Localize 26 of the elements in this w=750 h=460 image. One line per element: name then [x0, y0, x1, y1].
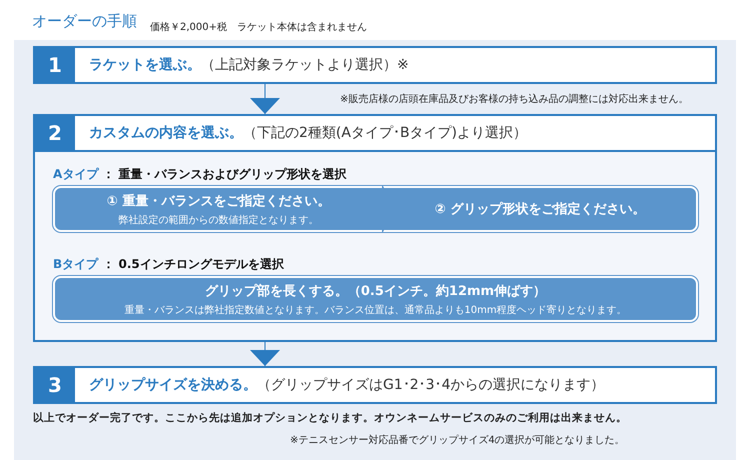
option-title: ② グリップ形状をご指定ください。 — [434, 200, 646, 218]
step-title: グリップサイズを決める。（グリップサイズはG1･2･3･4からの選択になります） — [89, 376, 604, 395]
section-heading: Bタイプ ： 0.5インチロングモデルを選択 — [53, 256, 284, 273]
step-box — [33, 46, 717, 84]
section-heading: Aタイプ ： 重量・バランスおよびグリップ形状を選択 — [53, 166, 347, 183]
step-number: 2 — [35, 116, 75, 150]
option-panel — [53, 186, 383, 232]
note-text: 価格￥2,000+税 ラケット本体は含まれません — [150, 20, 368, 34]
option-description: 重量・バランスは弊社指定数値となります。バランス位置は、通常品よりも10mm程度ヘッド寄りとなります。 — [124, 304, 627, 316]
option-panel — [53, 276, 698, 322]
footnote: ※販売店様の店頭在庫品及びお客様の持ち込み品の調整には対応出来ません。 — [340, 92, 688, 106]
step-title: カスタムの内容を選ぶ。（下記の2種類(Aタイプ･Bタイプ)より選択） — [89, 124, 528, 143]
step-number: 3 — [35, 368, 75, 402]
page-title: オーダーの手順 — [32, 12, 137, 31]
step-box — [33, 366, 717, 404]
arrow — [250, 84, 280, 114]
option-panel — [383, 186, 698, 232]
step-title: ラケットを選ぶ。（上記対象ラケットより選択）※ — [89, 56, 409, 75]
option-title: グリップ部を長くする。（0.5インチ。約12mm伸ばす） — [204, 282, 546, 300]
arrow — [250, 342, 280, 366]
option-title: ① 重量・バランスをご指定ください。 — [106, 192, 330, 210]
option-description: 弊社設定の範囲からの数値指定となります。 — [118, 214, 318, 226]
step-number: 1 — [35, 48, 75, 82]
note-text: 以上でオーダー完了です。ここから先は追加オプションとなります。オウンネームサービスのみのご利用は出来ません。 — [33, 411, 627, 425]
step-panel — [33, 114, 717, 342]
note-text: ※テニスセンサー対応品番でグリップサイズ4の選択が可能となりました。 — [290, 434, 625, 447]
